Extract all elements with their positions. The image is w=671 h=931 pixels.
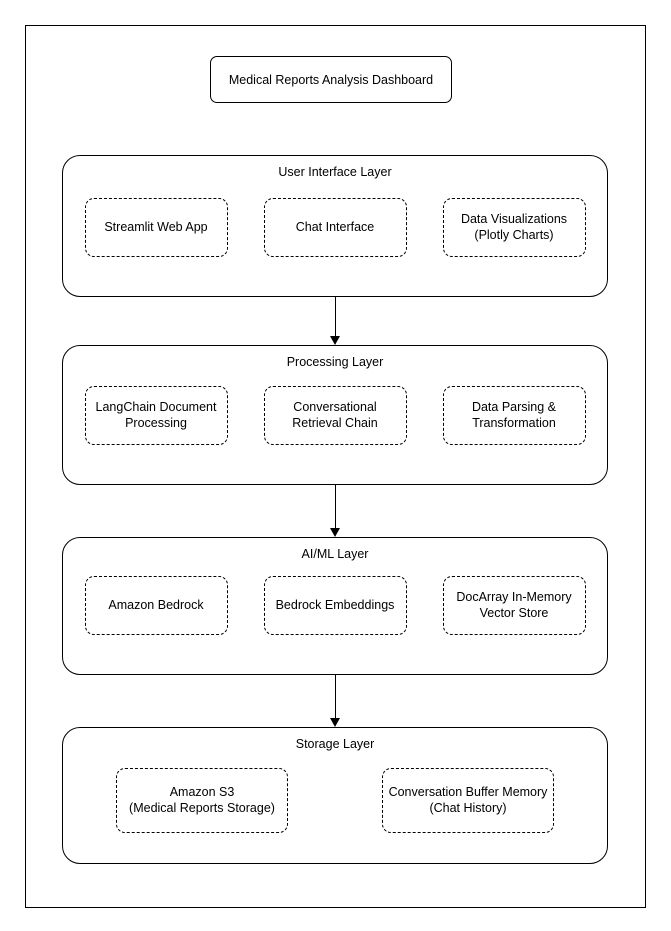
diagram-title-box: Medical Reports Analysis Dashboard bbox=[210, 56, 452, 103]
arrow-aiml-to-storage-line bbox=[335, 675, 336, 718]
layer-processing-boxes: LangChain Document Processing Conversati… bbox=[63, 386, 607, 445]
diagram-title: Medical Reports Analysis Dashboard bbox=[228, 72, 434, 87]
layer-storage: Storage Layer Amazon S3 (Medical Reports… bbox=[62, 727, 608, 864]
node-docarray-vector-store: DocArray In-Memory Vector Store bbox=[442, 576, 586, 635]
node-streamlit-web-app: Streamlit Web App bbox=[84, 198, 228, 257]
node-langchain-document-processing: LangChain Document Processing bbox=[84, 386, 228, 445]
arrow-processing-to-aiml-head bbox=[330, 528, 340, 537]
node-amazon-bedrock: Amazon Bedrock bbox=[84, 576, 228, 635]
node-chat-interface: Chat Interface bbox=[263, 198, 407, 257]
layer-processing-label: Processing Layer bbox=[286, 355, 384, 369]
node-data-visualizations: Data Visualizations (Plotly Charts) bbox=[442, 198, 586, 257]
layer-storage-boxes: Amazon S3 (Medical Reports Storage) Conv… bbox=[63, 768, 607, 833]
layer-user-interface-boxes: Streamlit Web App Chat Interface Data Vi… bbox=[63, 198, 607, 257]
node-data-parsing-transformation: Data Parsing & Transformation bbox=[442, 386, 586, 445]
arrow-ui-to-processing-head bbox=[330, 336, 340, 345]
layer-user-interface-label: User Interface Layer bbox=[278, 165, 392, 179]
arrow-ui-to-processing-line bbox=[335, 297, 336, 336]
node-bedrock-embeddings: Bedrock Embeddings bbox=[263, 576, 407, 635]
layer-ai-ml: AI/ML Layer Amazon Bedrock Bedrock Embed… bbox=[62, 537, 608, 675]
layer-ai-ml-label: AI/ML Layer bbox=[301, 547, 369, 561]
node-conversational-retrieval-chain: Conversational Retrieval Chain bbox=[263, 386, 407, 445]
arrow-aiml-to-storage-head bbox=[330, 718, 340, 727]
node-amazon-s3: Amazon S3 (Medical Reports Storage) bbox=[116, 768, 288, 833]
arrow-processing-to-aiml-line bbox=[335, 485, 336, 528]
layer-processing: Processing Layer LangChain Document Proc… bbox=[62, 345, 608, 485]
node-conversation-buffer-memory: Conversation Buffer Memory (Chat History… bbox=[382, 768, 554, 833]
layer-storage-label: Storage Layer bbox=[295, 737, 375, 751]
layer-ai-ml-boxes: Amazon Bedrock Bedrock Embeddings DocArr… bbox=[63, 576, 607, 635]
layer-user-interface: User Interface Layer Streamlit Web App C… bbox=[62, 155, 608, 297]
